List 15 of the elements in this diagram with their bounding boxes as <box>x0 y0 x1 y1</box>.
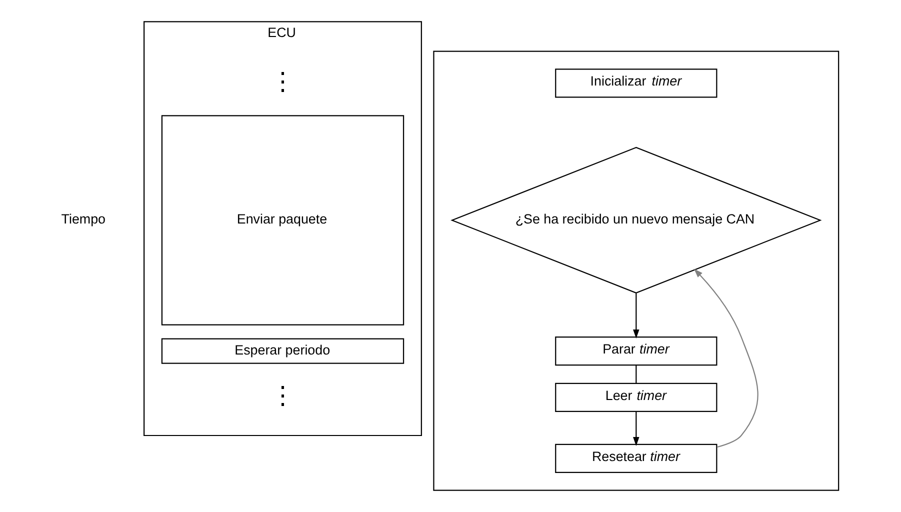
node-box: Esperar periodo <box>161 338 404 364</box>
node-box: Enviar paquete <box>161 115 404 326</box>
label: ⋮ <box>270 68 296 96</box>
label: Tiempo <box>61 212 106 227</box>
arrow <box>694 268 758 448</box>
label: ⋮ <box>270 382 296 410</box>
arrow <box>633 412 640 446</box>
node-box: Parar timer <box>555 336 718 366</box>
cluster <box>433 50 840 491</box>
node-box: Inicializar timer <box>555 68 718 98</box>
arrow <box>633 293 640 338</box>
connector <box>636 365 637 384</box>
node-box: Leer timer <box>555 382 718 412</box>
node-diamond: ¿Se ha recibido un nuevo mensaje CAN <box>450 146 822 294</box>
node-box: Resetear timer <box>555 444 718 473</box>
